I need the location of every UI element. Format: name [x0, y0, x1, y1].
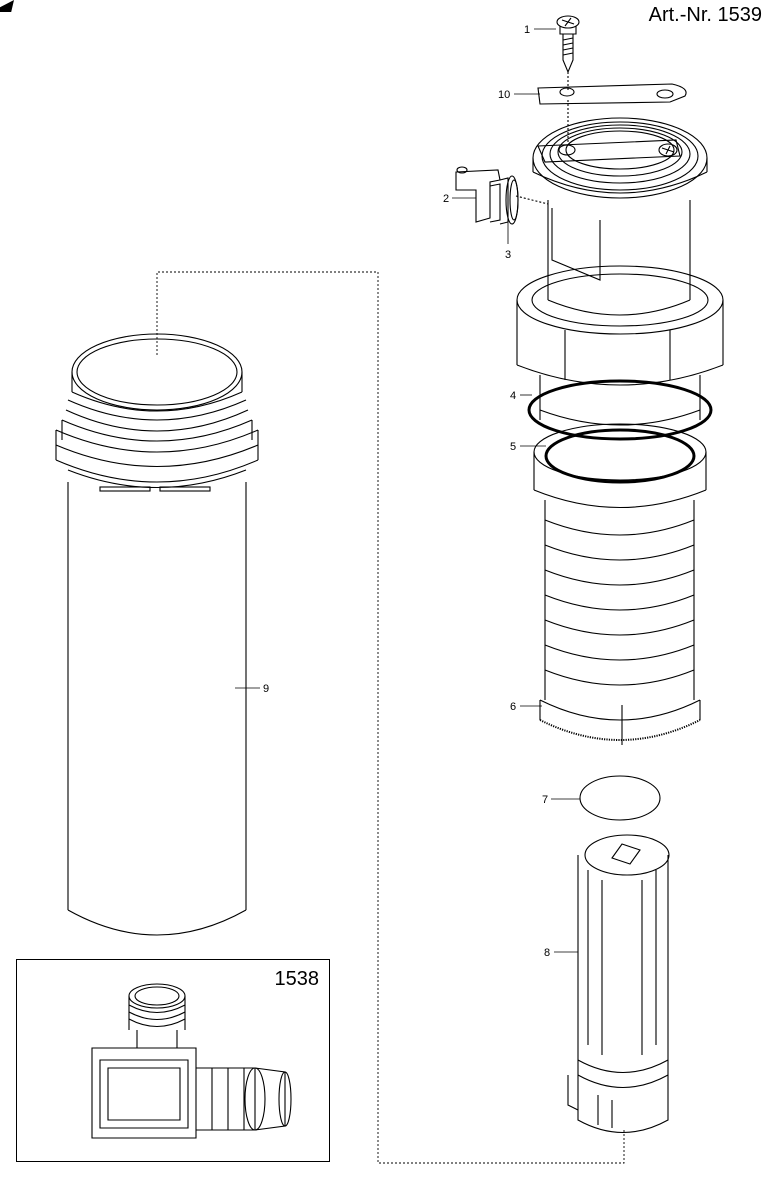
head-top-disc: [532, 117, 708, 316]
inset-1538-fitting: [91, 983, 292, 1139]
head-collar-nut: [516, 265, 724, 426]
part-6-base-ring: [539, 699, 701, 741]
part-label-7: 7: [542, 794, 548, 806]
inset-part-number: 1538: [274, 968, 320, 990]
part-2-fitting: [455, 166, 509, 225]
part-label-2: 2: [443, 193, 449, 205]
part-label-5: 5: [510, 441, 516, 453]
part-3-washer: [505, 175, 519, 225]
part-1-screw: [556, 15, 580, 74]
leader-lines: [235, 28, 580, 953]
part-label-3: 3: [505, 249, 511, 261]
part-label-4: 4: [510, 390, 516, 402]
part-5-oring: [544, 428, 696, 484]
part-9-tube: [55, 333, 259, 936]
inset-frame: 1538: [16, 959, 330, 1162]
part-label-10: 10: [498, 89, 510, 101]
part-4-oring: [527, 379, 713, 441]
part-10-strap: [537, 83, 687, 105]
part-label-6: 6: [510, 701, 516, 713]
head-ribbed-body: [533, 423, 707, 745]
dotted-connector-line: [156, 271, 625, 1164]
part-label-9: 9: [263, 683, 269, 695]
article-number: Art.-Nr. 1539: [648, 4, 762, 26]
part-label-8: 8: [544, 947, 550, 959]
part-label-1: 1: [524, 24, 530, 36]
part-8-insert: [567, 834, 670, 1134]
part-7-disc: [579, 775, 661, 821]
